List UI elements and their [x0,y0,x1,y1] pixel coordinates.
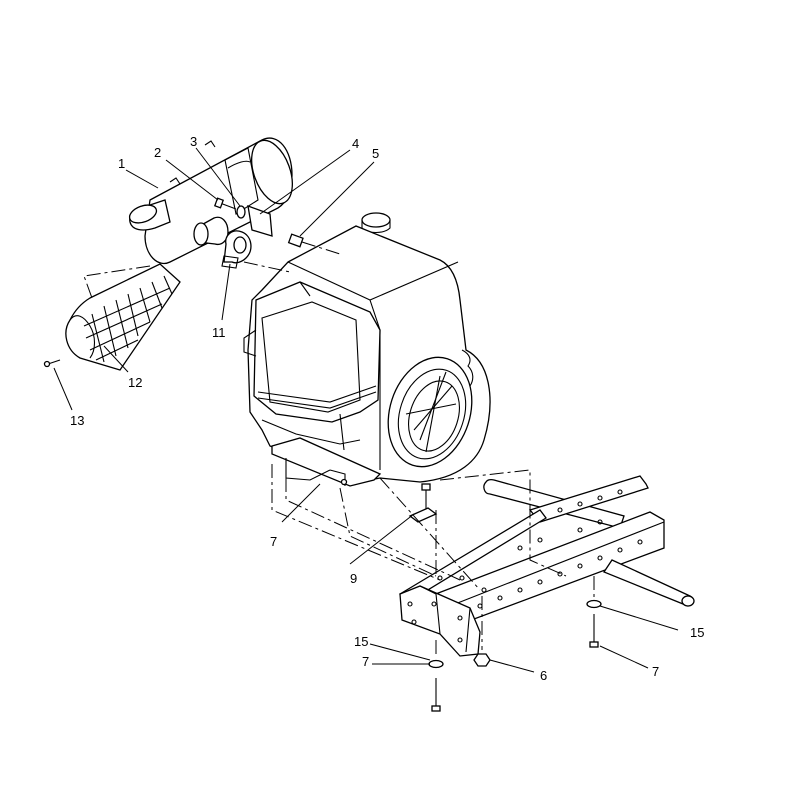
exhaust-adapter [193,216,252,269]
assembly-centerlines [83,241,595,658]
callout-13: 13 [70,413,84,428]
engine [243,212,491,487]
callout-12: 12 [128,375,142,390]
callout-4: 4 [352,136,359,151]
callout-2: 2 [154,145,161,160]
callout-9: 9 [350,571,357,586]
callout-labels: 1 2 3 4 5 11 12 13 7 9 15 15 7 6 7 [70,134,704,683]
callout-7-right: 7 [652,664,659,679]
callout-7-left: 7 [362,654,369,669]
callout-3: 3 [190,134,197,149]
callout-6: 6 [540,668,547,683]
callout-5: 5 [372,146,379,161]
spark-screen-guard [65,263,181,371]
leader-lines [53,147,679,673]
callout-15-right: 15 [690,625,704,640]
screw-13 [43,359,61,368]
chassis-frame [398,475,695,657]
callout-7-engine-base: 7 [270,534,277,549]
callout-15-left: 15 [354,634,368,649]
callout-1: 1 [118,156,125,171]
mounting-hardware [408,483,602,712]
callout-11: 11 [212,325,226,340]
hardware-small-parts [213,197,304,248]
